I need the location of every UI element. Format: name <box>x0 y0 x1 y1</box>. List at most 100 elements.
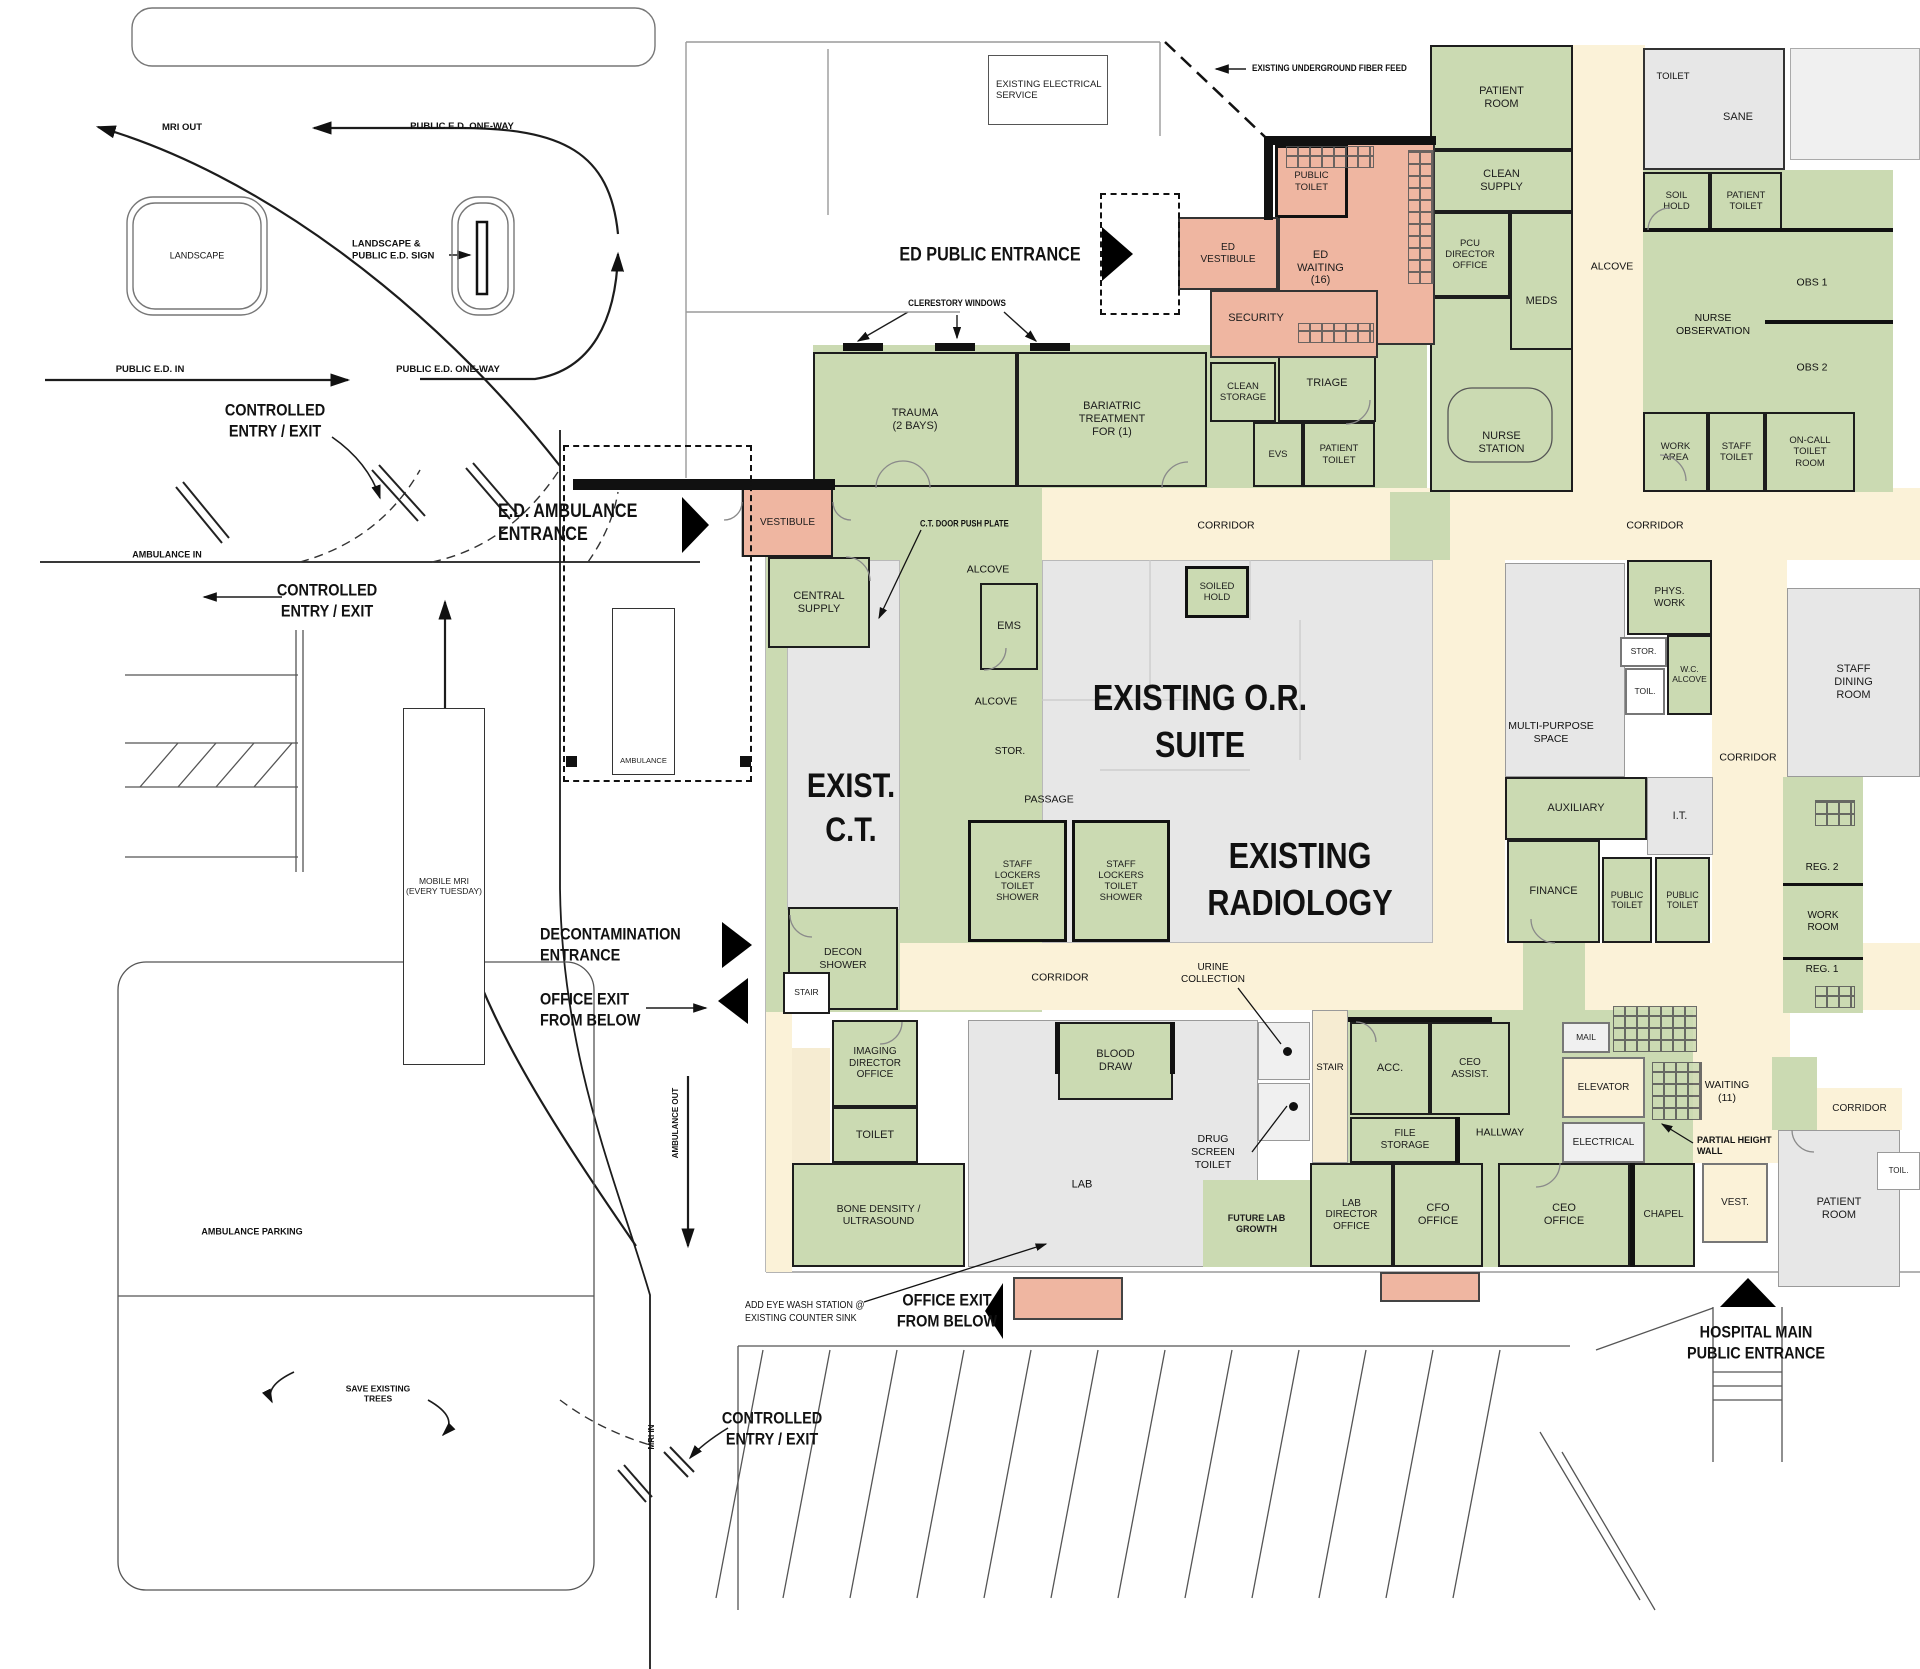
it-room-label: I.T. <box>1672 809 1688 822</box>
corridor-stair-strip <box>766 1012 792 1272</box>
clean-supply: CLEAN SUPPLY <box>1430 150 1573 212</box>
public-toilet-2-label: PUBLIC TOILET <box>1666 889 1699 910</box>
toilet-imaging: TOILET <box>832 1107 918 1163</box>
parking-site-lines <box>117 630 1783 1611</box>
cfo-office-label: CFO OFFICE <box>1417 1202 1459 1227</box>
lab-director-office-label: LAB DIRECTOR OFFICE <box>1325 1197 1378 1232</box>
patient-toilet-ed-label: PATIENT TOILET <box>1319 443 1359 466</box>
ems: EMS <box>980 583 1038 670</box>
ambulance-stall-label: AMBULANCE <box>620 756 667 766</box>
ceo-office: CEO OFFICE <box>1498 1163 1630 1267</box>
exist-ct-label: EXIST. C.T. <box>806 766 896 849</box>
toilet-imaging-label: TOILET <box>855 1128 895 1141</box>
obs-2-label: OBS 2 <box>1796 361 1828 374</box>
ed-public-entrance: ED PUBLIC ENTRANCE <box>899 244 1081 266</box>
wc-alcove: W.C. ALCOVE <box>1667 635 1712 715</box>
on-call-toilet-room-label: ON-CALL TOILET ROOM <box>1789 435 1831 469</box>
phys-work-label: PHYS. WORK <box>1653 585 1686 609</box>
toil-se-label: TOIL. <box>1888 1166 1909 1176</box>
acc-office-label: ACC. <box>1376 1062 1404 1075</box>
ceo-office-label: CEO OFFICE <box>1543 1202 1585 1227</box>
staff-lockers-2: STAFF LOCKERS TOILET SHOWER <box>1072 820 1170 942</box>
eye-wash-note: ADD EYE WASH STATION @ EXISTING COUNTER … <box>745 1299 865 1324</box>
multi-purpose-label: MULTI-PURPOSE SPACE <box>1508 720 1594 745</box>
patient-toilet-ne: PATIENT TOILET <box>1710 172 1782 230</box>
mri-out-label: MRI OUT <box>161 122 203 134</box>
multi-purpose-space <box>1505 563 1625 777</box>
soil-hold-label: SOIL HOLD <box>1663 189 1690 212</box>
clean-storage-label: CLEAN STORAGE <box>1219 380 1267 403</box>
blood-draw-label: BLOOD DRAW <box>1096 1048 1135 1073</box>
ambulance-stall: AMBULANCE <box>612 608 675 775</box>
future-lab-growth-label: FUTURE LAB GROWTH <box>1227 1213 1286 1234</box>
corridor-label-2: CORRIDOR <box>1626 519 1684 532</box>
bone-density-ultrasound: BONE DENSITY / ULTRASOUND <box>792 1163 965 1267</box>
soiled-hold: SOILED HOLD <box>1185 566 1249 618</box>
waiting-11-chairs-top <box>1613 1006 1697 1052</box>
nurse-observation-label: NURSE OBSERVATION <box>1675 312 1751 337</box>
gate-arms <box>175 462 695 1503</box>
trauma-label: TRAUMA (2 BAYS) <box>891 406 939 432</box>
stair-lab <box>1312 1010 1348 1163</box>
triage-label: TRIAGE <box>1306 377 1348 390</box>
it-room: I.T. <box>1647 777 1713 855</box>
stair-decon-label: STAIR <box>794 987 819 998</box>
bariatric-treatment: BARIATRIC TREATMENT FOR (1) <box>1017 352 1207 487</box>
wall-segment <box>1783 957 1863 960</box>
meds: MEDS <box>1510 212 1573 350</box>
corridor-patient-se-label: CORRIDOR <box>1832 1103 1887 1115</box>
lab-director-office: LAB DIRECTOR OFFICE <box>1310 1163 1393 1267</box>
reg-2-chairs <box>1815 800 1855 826</box>
corridor-patient-se: CORRIDOR <box>1817 1088 1902 1130</box>
finance-label: FINANCE <box>1529 885 1578 898</box>
passage-label: PASSAGE <box>1024 793 1074 806</box>
wall-segment <box>566 756 577 767</box>
wall-segment <box>1030 343 1070 351</box>
public-ed-oneway-top: PUBLIC E.D. ONE-WAY <box>410 121 514 133</box>
central-supply-label: CENTRAL SUPPLY <box>793 589 845 615</box>
staff-dining-room-label: STAFF DINING ROOM <box>1834 663 1873 701</box>
public-ed-in: PUBLIC E.D. IN <box>115 364 185 376</box>
wall-segment <box>1783 883 1863 886</box>
specimen-pass-dot <box>1289 1102 1298 1111</box>
wall-segment <box>843 343 883 351</box>
wall-segment <box>573 479 835 490</box>
alcove-2-label: ALCOVE <box>974 695 1018 708</box>
ed-waiting-chairs-side <box>1408 150 1434 284</box>
toil-wc: TOIL. <box>1625 668 1665 715</box>
on-call-toilet-room: ON-CALL TOILET ROOM <box>1765 412 1855 492</box>
wall-segment <box>1348 1017 1432 1022</box>
reg-2-label: REG. 2 <box>1805 861 1839 873</box>
toil-se: TOIL. <box>1877 1152 1920 1190</box>
vestibule-main: VEST. <box>1702 1163 1768 1243</box>
mail: MAIL <box>1562 1022 1610 1053</box>
ed-ambulance-entrance: E.D. AMBULANCE ENTRANCE <box>498 500 638 545</box>
ed-public-entrance-arrow <box>1102 227 1133 281</box>
hallway-label: HALLWAY <box>1475 1126 1525 1139</box>
controlled-entry-2: CONTROLLED ENTRY / EXIT <box>276 580 378 620</box>
staff-toilet-label: STAFF TOILET <box>1719 440 1754 463</box>
file-storage: FILE STORAGE <box>1350 1117 1460 1163</box>
sane-suite: SANE <box>1643 48 1785 170</box>
corridor-below-it <box>1712 850 1787 943</box>
patient-room-top-label: PATIENT ROOM <box>1479 84 1524 110</box>
chapel-label: CHAPEL <box>1643 1209 1684 1221</box>
security-label: SECURITY <box>1228 311 1284 324</box>
staff-toilet: STAFF TOILET <box>1708 412 1765 492</box>
finance: FINANCE <box>1507 840 1600 943</box>
staff-lockers-1: STAFF LOCKERS TOILET SHOWER <box>968 820 1067 942</box>
public-toilet-1: PUBLIC TOILET <box>1602 857 1652 943</box>
ambulance-parking-label: AMBULANCE PARKING <box>201 1226 303 1237</box>
elevator: ELEVATOR <box>1562 1057 1645 1118</box>
existing-or-suite-label: EXISTING O.R. SUITE <box>1092 677 1308 765</box>
corridor-staff-dining <box>1712 560 1787 850</box>
corridor-label-4: CORRIDOR <box>1031 971 1089 984</box>
existing-electrical-service-label: EXISTING ELECTRICAL SERVICE <box>996 78 1102 101</box>
meds-label: MEDS <box>1525 294 1558 307</box>
clean-storage: CLEAN STORAGE <box>1210 362 1276 422</box>
soil-hold: SOIL HOLD <box>1643 172 1710 230</box>
imaging-director-office-label: IMAGING DIRECTOR OFFICE <box>848 1046 902 1081</box>
ambulance-in-label: AMBULANCE IN <box>132 549 202 560</box>
alcove-1-label: ALCOVE <box>966 563 1010 576</box>
